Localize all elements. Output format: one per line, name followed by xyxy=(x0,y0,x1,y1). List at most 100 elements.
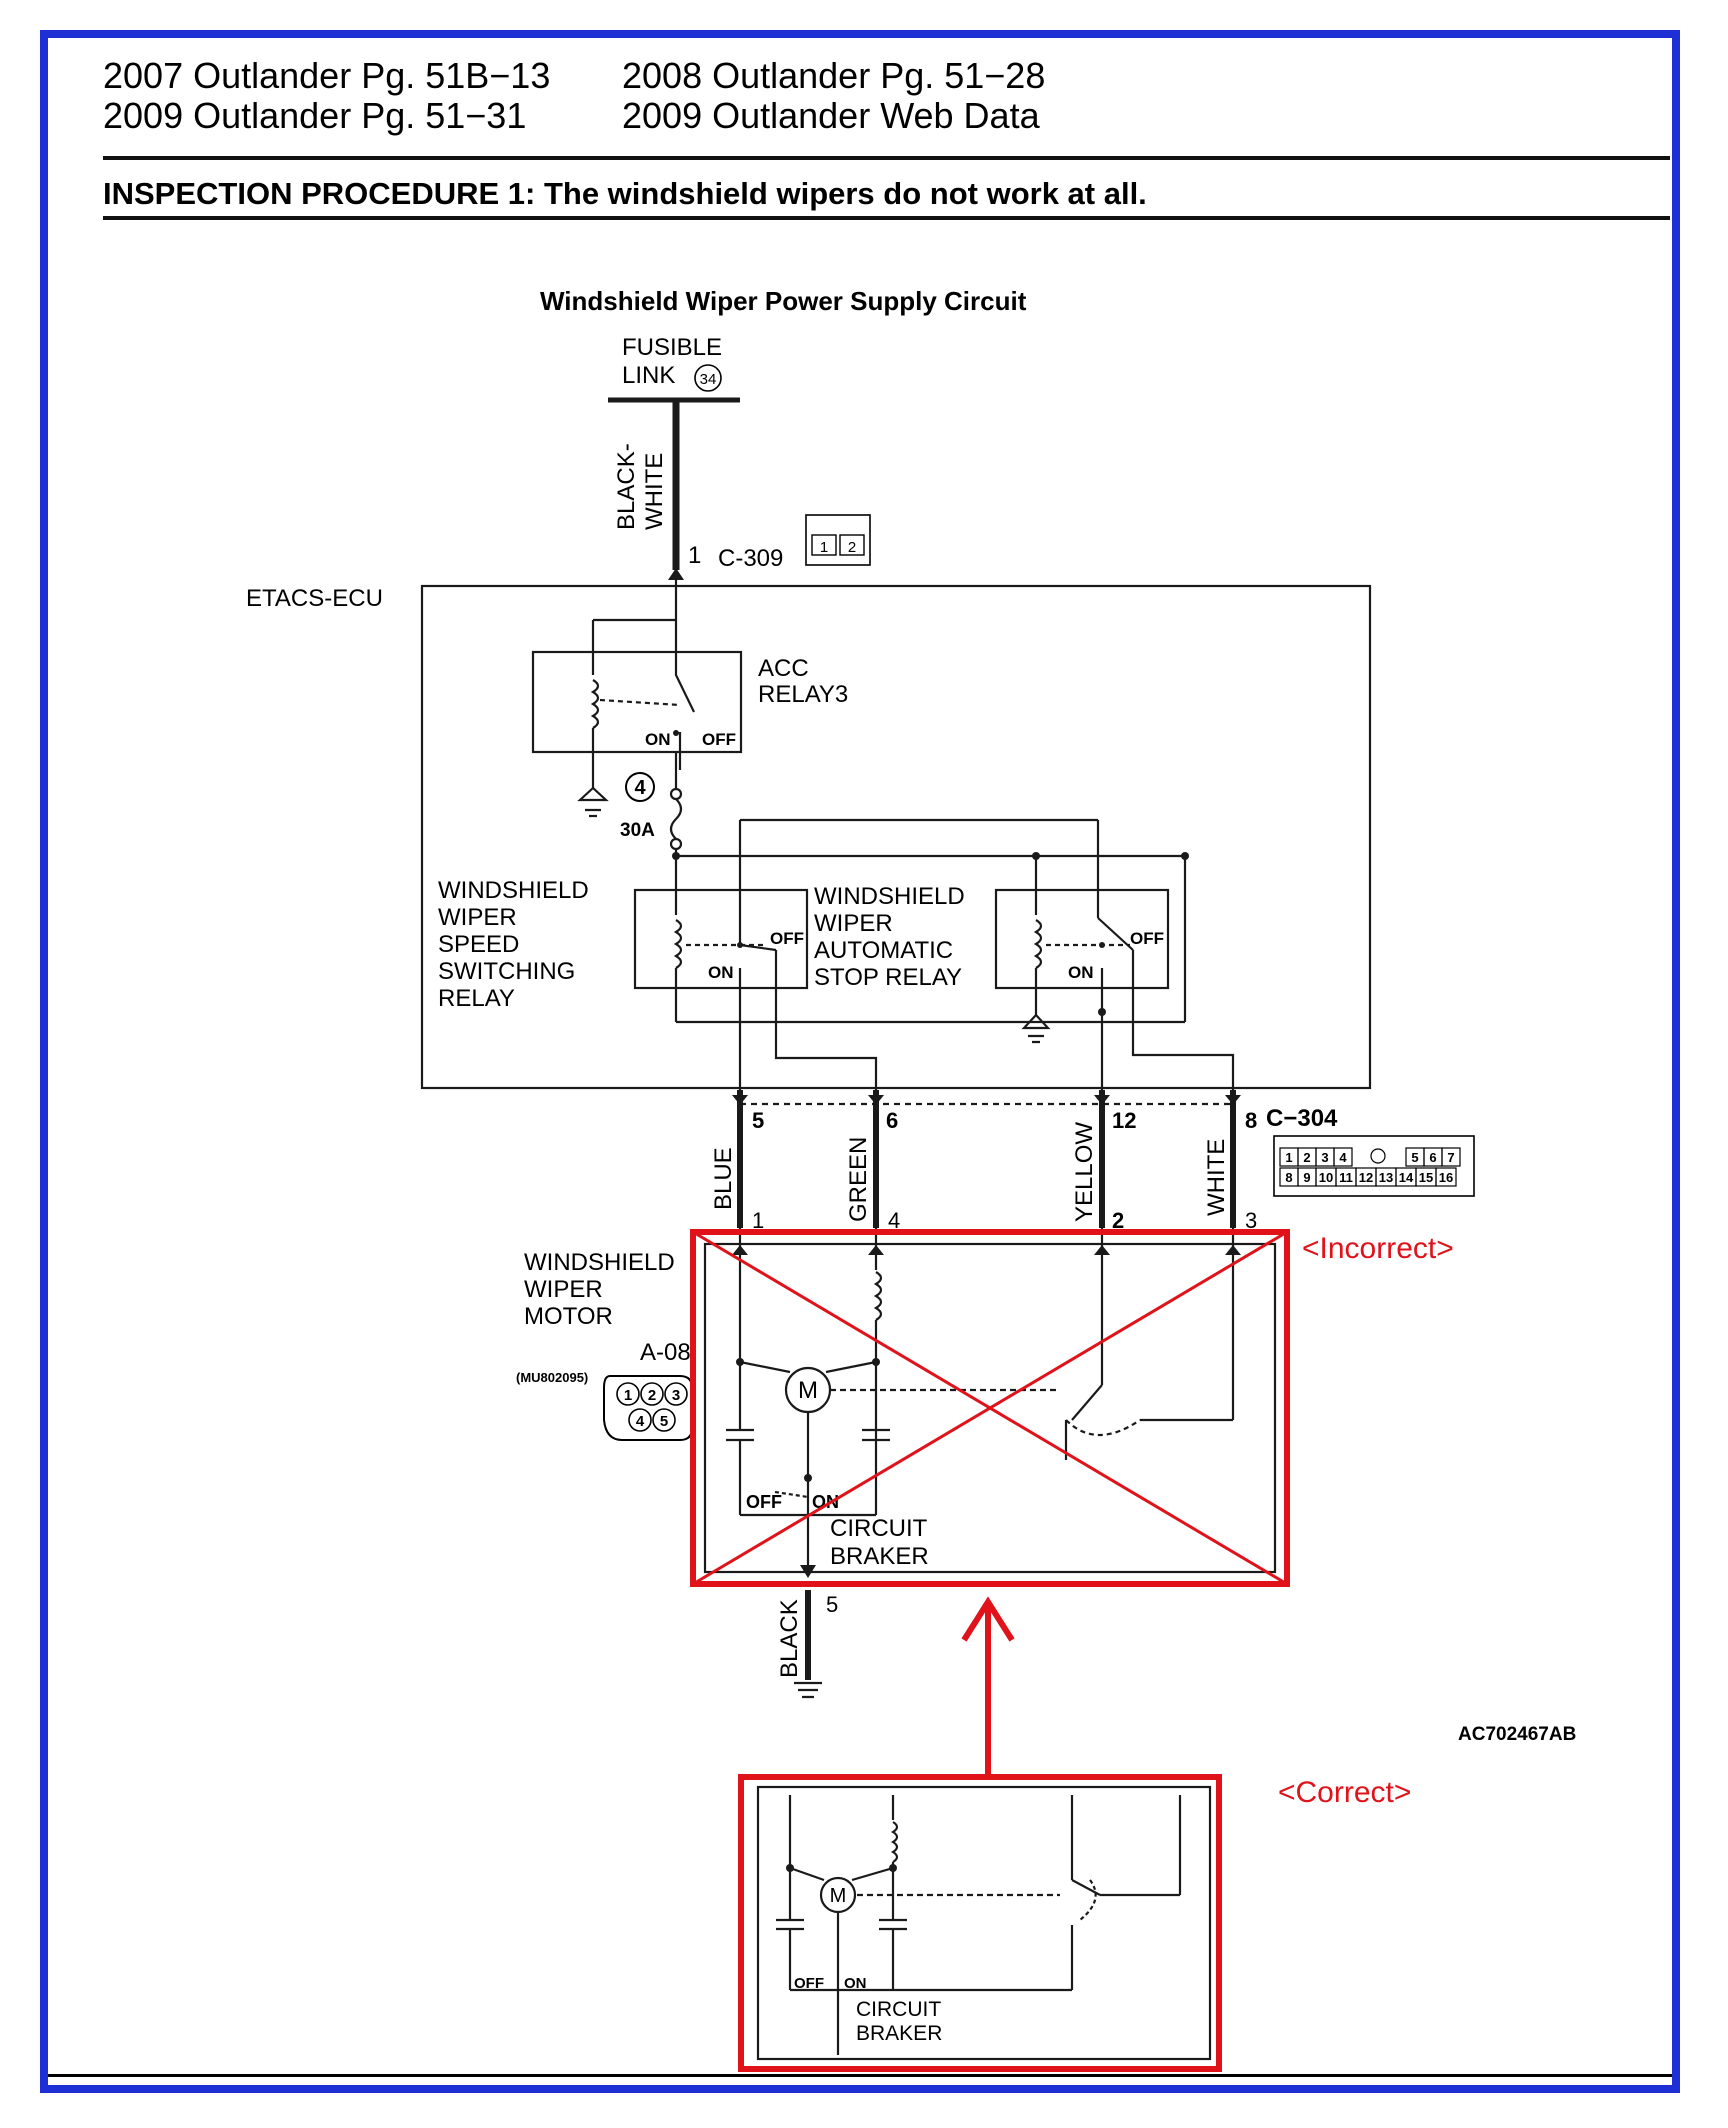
bottom-rule xyxy=(48,2074,1672,2077)
svg-text:3: 3 xyxy=(1321,1150,1328,1165)
a08-pin-4: 4 xyxy=(636,1413,645,1430)
ecu-box xyxy=(420,584,1372,1090)
motor-part-number: (MU802095) xyxy=(516,1370,588,1385)
acc-relay-label-2: RELAY3 xyxy=(758,681,848,708)
wire-white: WHITE xyxy=(1203,1139,1230,1216)
c309-pin-2: 2 xyxy=(848,539,856,556)
speed-relay-label-1: WINDSHIELD xyxy=(438,877,589,904)
speed-relay-label-5: RELAY xyxy=(438,985,515,1012)
a08-pin-1: 1 xyxy=(624,1387,632,1404)
speed-relay-on: ON xyxy=(708,963,734,982)
svg-text:9: 9 xyxy=(1303,1170,1310,1185)
c304-pin-6: 6 xyxy=(886,1108,898,1133)
svg-text:8: 8 xyxy=(1285,1170,1292,1185)
ground-wire-label: BLACK xyxy=(776,1599,803,1678)
motor-box xyxy=(703,1242,1277,1574)
c304-pin-8: 8 xyxy=(1245,1108,1257,1133)
diagram-title: Windshield Wiper Power Supply Circuit xyxy=(540,286,1027,316)
header-rule-top xyxy=(103,156,1670,160)
speed-relay-label-3: SPEED xyxy=(438,931,519,958)
stop-relay-on: ON xyxy=(1068,963,1094,982)
a08-pin-5: 5 xyxy=(660,1413,668,1430)
breaker-label-1: CIRCUIT xyxy=(830,1515,928,1542)
supply-wire-label-1: BLACK- xyxy=(613,443,640,530)
correct-inset-box xyxy=(756,1785,1212,2061)
motor-pin-4: 4 xyxy=(888,1208,900,1233)
inset-on: ON xyxy=(844,1975,867,1992)
c304-connector-icon: 1 2 3 4 5 6 7 8 9 10 11 12 13 14 15 16 xyxy=(1273,1135,1475,1197)
page-frame xyxy=(40,30,1680,2093)
stop-relay-box xyxy=(994,888,1170,990)
motor-pin-1: 1 xyxy=(752,1208,764,1233)
incorrect-box xyxy=(690,1229,1290,1587)
motor-connector-name: A-08 xyxy=(640,1339,691,1366)
inset-motor-letter: M xyxy=(830,1885,847,1907)
incorrect-label: <Incorrect> xyxy=(1302,1232,1454,1265)
motor-off: OFF xyxy=(746,1492,782,1512)
stop-relay-label-1: WINDSHIELD xyxy=(814,883,965,910)
svg-text:2: 2 xyxy=(1303,1150,1310,1165)
fuse-rating: 30A xyxy=(620,820,655,841)
wire-green: GREEN xyxy=(845,1137,872,1222)
svg-text:1: 1 xyxy=(1285,1150,1292,1165)
acc-relay-box xyxy=(531,650,743,754)
correction-arrow-head xyxy=(961,1596,1015,1642)
acc-relay-off: OFF xyxy=(702,730,736,749)
motor-pin-3: 3 xyxy=(1245,1208,1257,1233)
svg-text:5: 5 xyxy=(1411,1150,1418,1165)
inset-breaker-label-2: BRAKER xyxy=(856,2022,942,2045)
inset-off: OFF xyxy=(794,1975,824,1992)
ref-2007: 2007 Outlander Pg. 51B−13 xyxy=(103,55,551,96)
motor-label-3: MOTOR xyxy=(524,1303,613,1330)
a08-pin-2: 2 xyxy=(648,1387,656,1404)
wire-yellow: YELLOW xyxy=(1071,1122,1098,1222)
motor-on: ON xyxy=(812,1492,839,1512)
speed-relay-label-4: SWITCHING xyxy=(438,958,575,985)
speed-relay-off: OFF xyxy=(770,929,804,948)
stop-relay-label-2: WIPER xyxy=(814,910,893,937)
c304-name: C−304 xyxy=(1266,1105,1338,1132)
motor-label-1: WINDSHIELD xyxy=(524,1249,675,1276)
breaker-label-2: BRAKER xyxy=(830,1543,929,1570)
svg-text:6: 6 xyxy=(1429,1150,1436,1165)
speed-relay-label-2: WIPER xyxy=(438,904,517,931)
c309-pin: 1 xyxy=(688,542,701,569)
c309-pin-1: 1 xyxy=(820,539,828,556)
ground-pin: 5 xyxy=(826,1592,838,1617)
fusible-link-number: 34 xyxy=(700,371,717,388)
correct-box xyxy=(738,1774,1222,2072)
figure-code: AC702467AB xyxy=(1458,1724,1576,1745)
ref-2009-web: 2009 Outlander Web Data xyxy=(622,95,1040,136)
a08-pin-3: 3 xyxy=(672,1387,680,1404)
svg-text:7: 7 xyxy=(1447,1150,1454,1165)
c304-pin-12: 12 xyxy=(1112,1108,1136,1133)
speed-relay-box xyxy=(633,888,809,990)
fuse-number: 4 xyxy=(634,777,646,799)
svg-text:16: 16 xyxy=(1439,1170,1453,1185)
supply-wire-label-2: WHITE xyxy=(641,453,668,530)
motor-pin-2: 2 xyxy=(1112,1208,1124,1233)
svg-text:4: 4 xyxy=(1339,1150,1347,1165)
acc-relay-label-1: ACC xyxy=(758,655,809,682)
svg-text:15: 15 xyxy=(1419,1170,1433,1185)
a08-connector-icon xyxy=(603,1375,693,1441)
svg-text:11: 11 xyxy=(1339,1170,1353,1185)
stop-relay-off: OFF xyxy=(1130,929,1164,948)
ecu-label: ETACS-ECU xyxy=(246,585,383,612)
incorrect-cross-2 xyxy=(692,1230,1288,1586)
stop-relay-label-4: STOP RELAY xyxy=(814,964,962,991)
acc-relay-on: ON xyxy=(645,730,671,749)
fusible-link-number-circle xyxy=(694,364,722,392)
motor-label-2: WIPER xyxy=(524,1276,603,1303)
fusible-link-label-1: FUSIBLE xyxy=(622,334,722,361)
procedure-title: INSPECTION PROCEDURE 1: The windshield w… xyxy=(103,176,1147,211)
c304-pin-5: 5 xyxy=(752,1108,764,1133)
c309-connector-icon xyxy=(805,514,871,566)
svg-text:10: 10 xyxy=(1319,1170,1333,1185)
svg-text:14: 14 xyxy=(1399,1170,1414,1185)
svg-text:13: 13 xyxy=(1379,1170,1393,1185)
fusible-link-label-2: LINK xyxy=(622,362,675,389)
inset-breaker-label-1: CIRCUIT xyxy=(856,1998,941,2021)
fuse-number-circle xyxy=(625,772,655,802)
